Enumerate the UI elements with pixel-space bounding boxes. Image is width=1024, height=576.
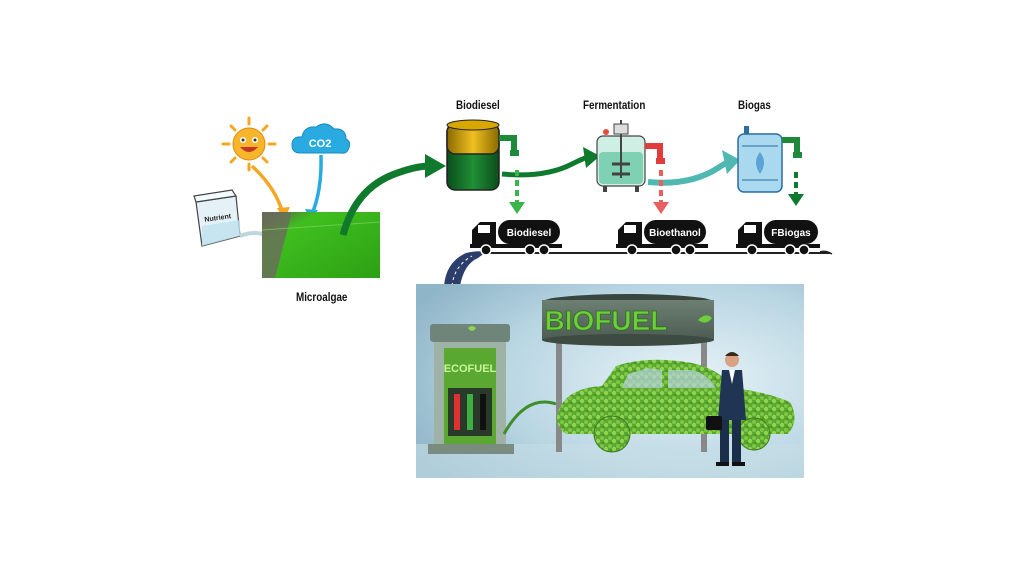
station-canopy: BIOFUEL	[542, 294, 714, 452]
truck-biogas-icon: FBiogas	[736, 220, 820, 256]
biodiesel-to-fermentation-arrow	[501, 154, 589, 178]
co2-label: CO2	[309, 138, 332, 150]
biogas-container-icon	[737, 126, 802, 193]
truck-biogas-label: FBiogas	[771, 228, 811, 239]
biodiesel-down-arrow	[509, 170, 525, 214]
fuel-pump-icon: ECOFUEL	[428, 324, 557, 454]
businessman-figure	[706, 352, 746, 466]
bioethanol-down-arrow	[653, 170, 669, 214]
sun-flow-arrow	[250, 164, 285, 215]
fermentation-reactor-icon	[596, 120, 665, 192]
biofuel-station-illustration: BIOFUEL ECOFUEL	[416, 284, 804, 478]
biodiesel-tank-icon	[446, 119, 519, 191]
fermentation-title: Fermentation	[583, 98, 646, 112]
pump-label: ECOFUEL	[444, 363, 497, 375]
truck-bioethanol-icon: Bioethanol	[616, 220, 708, 256]
biodiesel-title: Biodiesel	[456, 98, 500, 112]
process-diagram: CO2 Nutrient	[193, 116, 833, 287]
nutrient-container-icon: Nutrient	[193, 189, 241, 247]
winding-road	[444, 251, 486, 286]
truck-bioethanol-label: Bioethanol	[649, 228, 701, 239]
co2-cloud-icon: CO2	[291, 123, 351, 154]
sun-icon	[221, 116, 277, 172]
pond-to-biodiesel-arrow	[339, 162, 431, 236]
truck-biodiesel-icon: Biodiesel	[470, 220, 562, 256]
microalgae-pond	[261, 212, 381, 278]
truck-biodiesel-label: Biodiesel	[507, 228, 552, 239]
canopy-label: BIOFUEL	[545, 305, 668, 336]
biogas-down-arrow	[788, 172, 804, 206]
co2-flow-arrow	[310, 154, 323, 215]
microalgae-title: Microalgae	[296, 290, 348, 304]
biogas-title: Biogas	[738, 98, 771, 112]
nutrient-label: Nutrient	[204, 213, 232, 224]
